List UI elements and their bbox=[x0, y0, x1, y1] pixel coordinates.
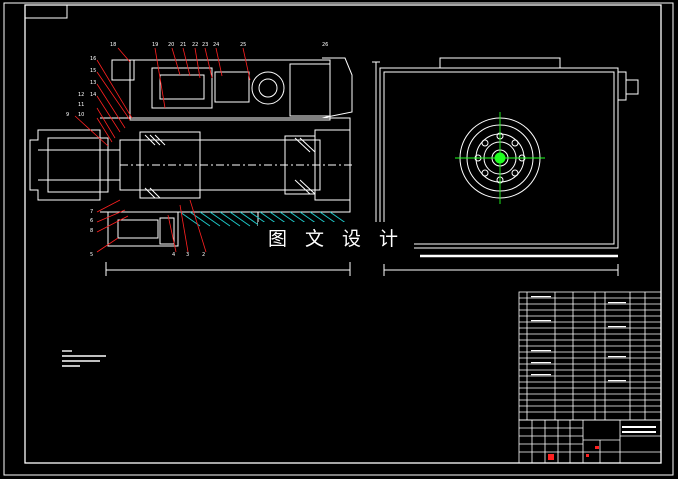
callout-label: 24 bbox=[213, 42, 219, 48]
callout-label: 23 bbox=[202, 42, 208, 48]
title-block-marks bbox=[548, 446, 599, 460]
callout-label: 20 bbox=[168, 42, 174, 48]
outer-frame bbox=[3, 2, 674, 476]
callout-leaders bbox=[74, 47, 251, 253]
callout-label: 10 bbox=[78, 112, 84, 118]
callout-label: 14 bbox=[90, 92, 96, 98]
title-block-fills bbox=[531, 296, 656, 433]
callout-label: 12 bbox=[78, 92, 84, 98]
callout-label: 9 bbox=[66, 112, 69, 118]
inner-frame bbox=[24, 4, 662, 464]
code-box bbox=[24, 4, 68, 19]
callout-label: 5 bbox=[90, 252, 93, 258]
callout-label: 3 bbox=[186, 252, 189, 258]
callout-label: 6 bbox=[90, 218, 93, 224]
callout-label: 19 bbox=[152, 42, 158, 48]
callout-label: 2 bbox=[202, 252, 205, 258]
parts-list bbox=[518, 291, 662, 421]
callout-label: 25 bbox=[240, 42, 246, 48]
technical-notes bbox=[62, 350, 106, 367]
callout-label: 4 bbox=[172, 252, 175, 258]
callout-label: 8 bbox=[90, 228, 93, 234]
callout-label: 11 bbox=[78, 102, 84, 108]
callout-labels: 18 19 20 21 22 23 24 25 26 16 15 13 14 1… bbox=[66, 42, 328, 258]
callout-label: 21 bbox=[180, 42, 186, 48]
callout-label: 22 bbox=[192, 42, 198, 48]
callout-label: 16 bbox=[90, 56, 96, 62]
section-view bbox=[29, 57, 355, 276]
callout-label: 26 bbox=[322, 42, 328, 48]
callout-label: 7 bbox=[90, 209, 93, 215]
callout-label: 18 bbox=[110, 42, 116, 48]
title-block bbox=[518, 419, 662, 464]
end-view-centerlines bbox=[455, 112, 545, 204]
hatch-region bbox=[179, 211, 351, 227]
callout-label: 15 bbox=[90, 68, 96, 74]
callout-label: 13 bbox=[90, 80, 96, 86]
watermark-text: 图 文 设 计 bbox=[258, 222, 414, 256]
